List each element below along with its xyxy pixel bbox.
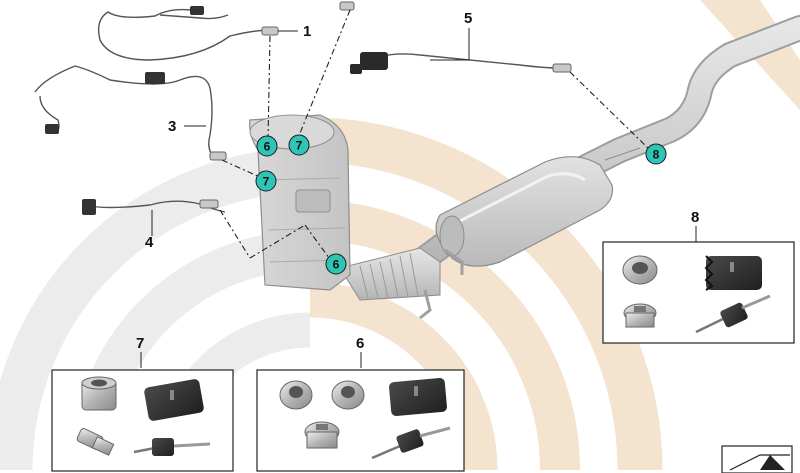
- part-label-4: 4: [145, 234, 154, 251]
- part-label-7: 7: [136, 335, 144, 352]
- leader-lines: [140, 28, 697, 368]
- callout-6-low-text: 6: [333, 258, 340, 272]
- callout-6-low: 6: [325, 253, 347, 275]
- part-label-3: 3: [168, 118, 176, 135]
- callout-7-top-text: 7: [296, 139, 303, 153]
- kit-6-box: [256, 369, 465, 472]
- callout-7-top: 7: [288, 134, 310, 156]
- callout-7-mid: 7: [255, 170, 277, 192]
- drill-bit-icon: [133, 438, 211, 456]
- sensor-connectors: [45, 1, 572, 215]
- nut-icon: [622, 255, 658, 285]
- kit-8-box: [602, 241, 795, 344]
- callout-6-top-text: 6: [264, 140, 271, 154]
- plug-icon: [76, 428, 115, 456]
- hole-saw-icon: [144, 379, 204, 421]
- exhaust-pipe: [407, 15, 800, 275]
- kit-7-box: [51, 369, 234, 472]
- installation-dash-lines: [219, 9, 651, 263]
- front-pipe: [339, 247, 464, 320]
- callout-6-top: 6: [256, 135, 278, 157]
- part-label-8: 8: [691, 209, 699, 226]
- hole-saw-icon: [389, 378, 447, 416]
- part-label-6: 6: [356, 335, 364, 352]
- drill-bit-icon: [371, 426, 451, 460]
- hole-saw-icon: [704, 255, 762, 291]
- callout-8-text: 8: [653, 148, 660, 162]
- muffler: [435, 156, 614, 267]
- plug-icon: [623, 303, 657, 328]
- nut-icon: [331, 380, 365, 410]
- reference-symbol-icon: [721, 445, 793, 473]
- part-label-1: 1: [303, 23, 311, 40]
- nut-icon: [279, 380, 313, 410]
- nut-icon: [81, 376, 117, 411]
- part-label-5: 5: [464, 10, 472, 27]
- plug-icon: [304, 421, 340, 449]
- drill-bit-icon: [695, 294, 771, 334]
- callout-8: 8: [645, 143, 667, 165]
- callout-7-mid-text: 7: [263, 175, 270, 189]
